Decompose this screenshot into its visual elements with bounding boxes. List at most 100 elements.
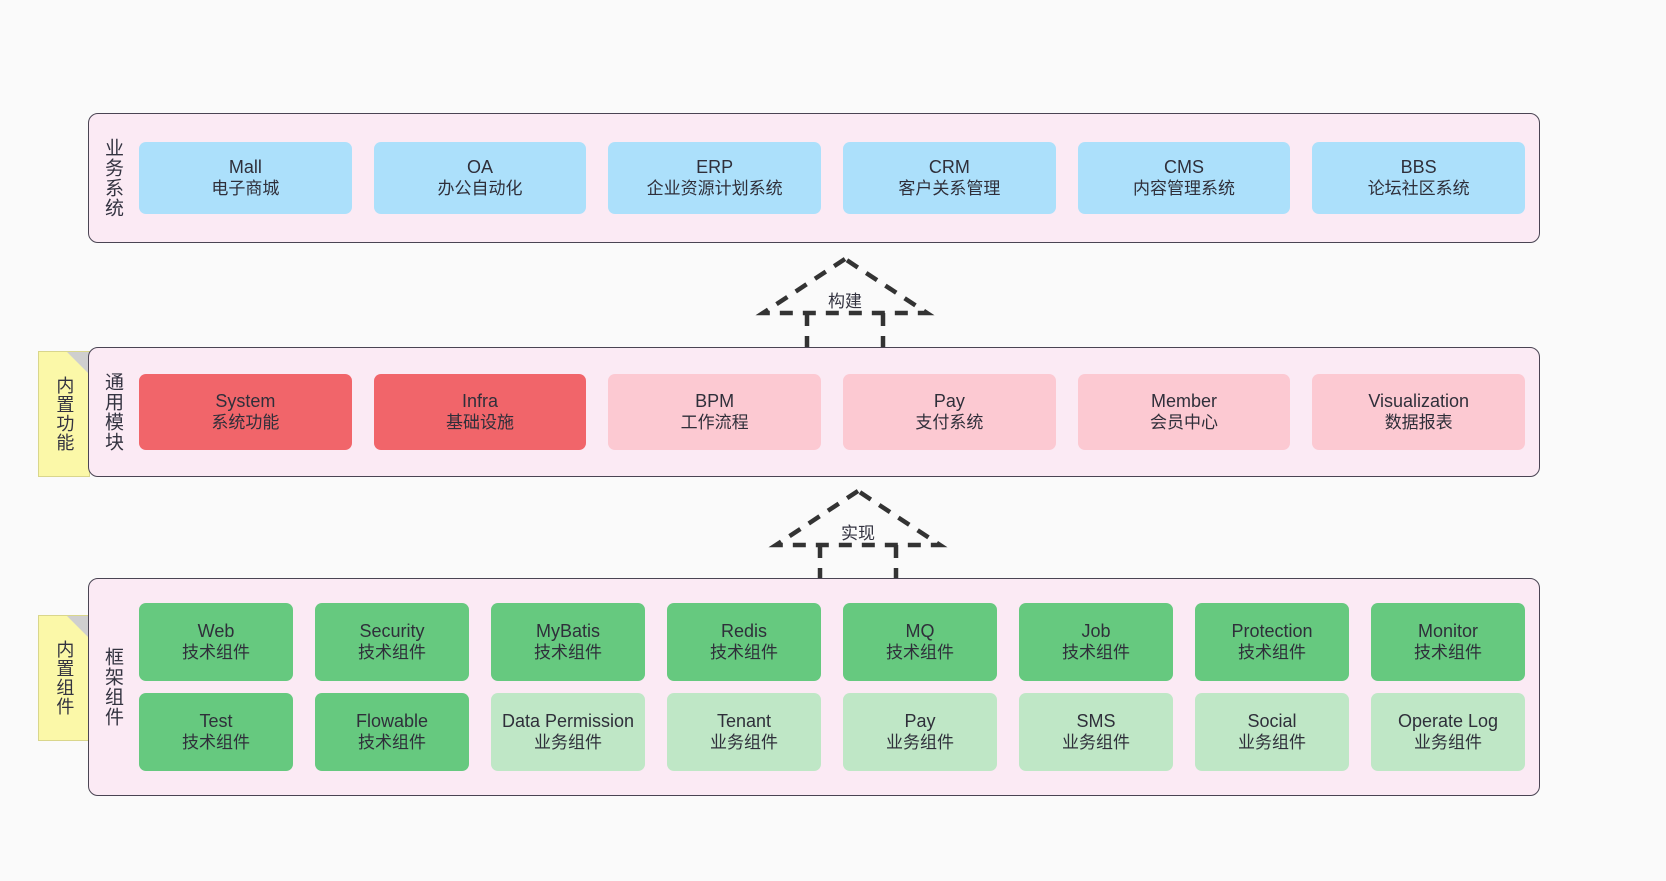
framework-item-test-name: Test	[199, 710, 233, 731]
framework-item-data-permission-name: Data Permission	[501, 710, 635, 731]
framework-row-technical: Web 技术组件 Security 技术组件 MyBatis 技术组件 Redi…	[139, 603, 1525, 681]
common-item-bpm-name: BPM	[695, 390, 735, 411]
framework-item-web[interactable]: Web 技术组件	[139, 603, 293, 681]
framework-item-mq-name: MQ	[905, 620, 935, 641]
common-item-pay[interactable]: Pay 支付系统	[843, 374, 1056, 450]
framework-item-security-name: Security	[359, 620, 425, 641]
note-framework-builtin-components: 内置组件	[38, 615, 90, 741]
layer-framework-component-label: 框架组件	[102, 647, 124, 727]
framework-item-data-permission[interactable]: Data Permission 业务组件	[491, 693, 645, 771]
layer-framework-component-body: Web 技术组件 Security 技术组件 MyBatis 技术组件 Redi…	[135, 579, 1539, 795]
business-item-mall[interactable]: Mall 电子商城	[139, 142, 352, 214]
note-framework-builtin-components-label: 内置组件	[54, 640, 75, 716]
framework-item-test[interactable]: Test 技术组件	[139, 693, 293, 771]
framework-item-sms[interactable]: SMS 业务组件	[1019, 693, 1173, 771]
layer-common-module-body: System 系统功能 Infra 基础设施 BPM 工作流程 Pay 支付系统…	[135, 348, 1539, 476]
framework-item-security[interactable]: Security 技术组件	[315, 603, 469, 681]
common-item-visualization[interactable]: Visualization 数据报表	[1312, 374, 1526, 450]
business-item-bbs[interactable]: BBS 论坛社区系统	[1312, 142, 1526, 214]
framework-item-protection[interactable]: Protection 技术组件	[1195, 603, 1349, 681]
business-item-cms-name: CMS	[1164, 156, 1205, 177]
framework-item-protection-desc: 技术组件	[1238, 642, 1306, 662]
arrow-realize-label: 实现	[841, 524, 875, 543]
layer-business-system-label: 业务系统	[102, 138, 124, 218]
business-item-erp[interactable]: ERP 企业资源计划系统	[608, 142, 822, 214]
business-item-mall-desc: 电子商城	[211, 178, 280, 198]
business-item-crm-desc: 客户关系管理	[898, 178, 1001, 198]
business-item-erp-desc: 企业资源计划系统	[646, 178, 783, 198]
common-item-infra-desc: 基础设施	[446, 412, 514, 432]
framework-item-monitor-name: Monitor	[1417, 620, 1479, 641]
common-item-visualization-name: Visualization	[1368, 390, 1470, 411]
common-item-bpm-desc: 工作流程	[680, 412, 749, 432]
business-item-cms-desc: 内容管理系统	[1133, 178, 1236, 198]
arrow-realize: 实现	[768, 487, 948, 587]
framework-item-pay[interactable]: Pay 业务组件	[843, 693, 997, 771]
framework-item-tenant-name: Tenant	[716, 710, 772, 731]
framework-item-mybatis-name: MyBatis	[535, 620, 600, 641]
common-item-system-name: System	[215, 390, 276, 411]
framework-item-flowable[interactable]: Flowable 技术组件	[315, 693, 469, 771]
framework-item-tenant[interactable]: Tenant 业务组件	[667, 693, 821, 771]
framework-item-mq-desc: 技术组件	[886, 642, 954, 662]
common-item-pay-desc: 支付系统	[915, 412, 984, 432]
layer-common-module-label: 通用模块	[102, 372, 124, 452]
note-common-builtin-features: 内置功能	[38, 351, 90, 477]
framework-item-monitor-desc: 技术组件	[1414, 642, 1482, 662]
business-item-bbs-desc: 论坛社区系统	[1367, 178, 1470, 198]
common-item-member[interactable]: Member 会员中心	[1077, 374, 1291, 450]
common-item-member-desc: 会员中心	[1150, 412, 1219, 432]
layer-business-system: 业务系统 Mall 电子商城 OA 办公自动化 ERP 企业资源计划系统 CRM	[88, 113, 1540, 243]
framework-item-monitor[interactable]: Monitor 技术组件	[1371, 603, 1525, 681]
framework-item-job[interactable]: Job 技术组件	[1019, 603, 1173, 681]
framework-item-pay-name: Pay	[904, 710, 936, 731]
framework-item-redis-desc: 技术组件	[710, 642, 778, 662]
business-item-cms[interactable]: CMS 内容管理系统	[1077, 142, 1291, 214]
business-item-oa[interactable]: OA 办公自动化	[373, 142, 587, 214]
framework-item-protection-name: Protection	[1231, 620, 1313, 641]
common-item-system-desc: 系统功能	[211, 412, 280, 432]
framework-item-mq[interactable]: MQ 技术组件	[843, 603, 997, 681]
framework-item-web-name: Web	[197, 620, 235, 641]
framework-item-sms-desc: 业务组件	[1062, 732, 1130, 752]
business-system-row: Mall 电子商城 OA 办公自动化 ERP 企业资源计划系统 CRM 客户关系…	[139, 142, 1526, 214]
framework-item-tenant-desc: 业务组件	[710, 732, 778, 752]
framework-item-job-desc: 技术组件	[1062, 642, 1130, 662]
common-module-row: System 系统功能 Infra 基础设施 BPM 工作流程 Pay 支付系统…	[139, 374, 1526, 450]
framework-item-social-desc: 业务组件	[1238, 732, 1306, 752]
framework-item-security-desc: 技术组件	[358, 642, 426, 662]
business-item-erp-name: ERP	[696, 156, 734, 177]
framework-item-web-desc: 技术组件	[182, 642, 250, 662]
common-item-visualization-desc: 数据报表	[1384, 412, 1453, 432]
note-common-builtin-features-label: 内置功能	[54, 376, 75, 452]
framework-item-mybatis[interactable]: MyBatis 技术组件	[491, 603, 645, 681]
framework-item-redis[interactable]: Redis 技术组件	[667, 603, 821, 681]
common-item-infra-name: Infra	[461, 390, 499, 411]
common-item-infra[interactable]: Infra 基础设施	[373, 374, 587, 450]
common-item-system[interactable]: System 系统功能	[139, 374, 352, 450]
framework-item-sms-name: SMS	[1076, 710, 1116, 731]
layer-framework-component: 框架组件 Web 技术组件 Security 技术组件 MyBatis 技术组件…	[88, 578, 1540, 796]
framework-item-operate-log-desc: 业务组件	[1414, 732, 1482, 752]
layer-business-system-body: Mall 电子商城 OA 办公自动化 ERP 企业资源计划系统 CRM 客户关系…	[135, 114, 1539, 242]
layer-common-module: 通用模块 System 系统功能 Infra 基础设施 BPM 工作流程 Pay	[88, 347, 1540, 477]
common-item-pay-name: Pay	[933, 390, 965, 411]
business-item-crm[interactable]: CRM 客户关系管理	[843, 142, 1056, 214]
framework-item-data-permission-desc: 业务组件	[534, 732, 602, 752]
business-item-bbs-name: BBS	[1400, 156, 1437, 177]
note-fold-corner-icon	[67, 352, 89, 374]
framework-item-pay-desc: 业务组件	[886, 732, 954, 752]
business-item-oa-desc: 办公自动化	[437, 178, 523, 198]
business-item-mall-name: Mall	[228, 156, 262, 177]
common-item-bpm[interactable]: BPM 工作流程	[608, 374, 822, 450]
framework-item-test-desc: 技术组件	[182, 732, 250, 752]
arrow-build-label: 构建	[828, 292, 862, 311]
framework-item-flowable-name: Flowable	[355, 710, 429, 731]
framework-item-operate-log-name: Operate Log	[1397, 710, 1499, 731]
common-item-member-name: Member	[1151, 390, 1218, 411]
framework-item-flowable-desc: 技术组件	[358, 732, 426, 752]
note-fold-corner-icon	[67, 616, 89, 638]
framework-item-operate-log[interactable]: Operate Log 业务组件	[1371, 693, 1525, 771]
framework-item-social[interactable]: Social 业务组件	[1195, 693, 1349, 771]
